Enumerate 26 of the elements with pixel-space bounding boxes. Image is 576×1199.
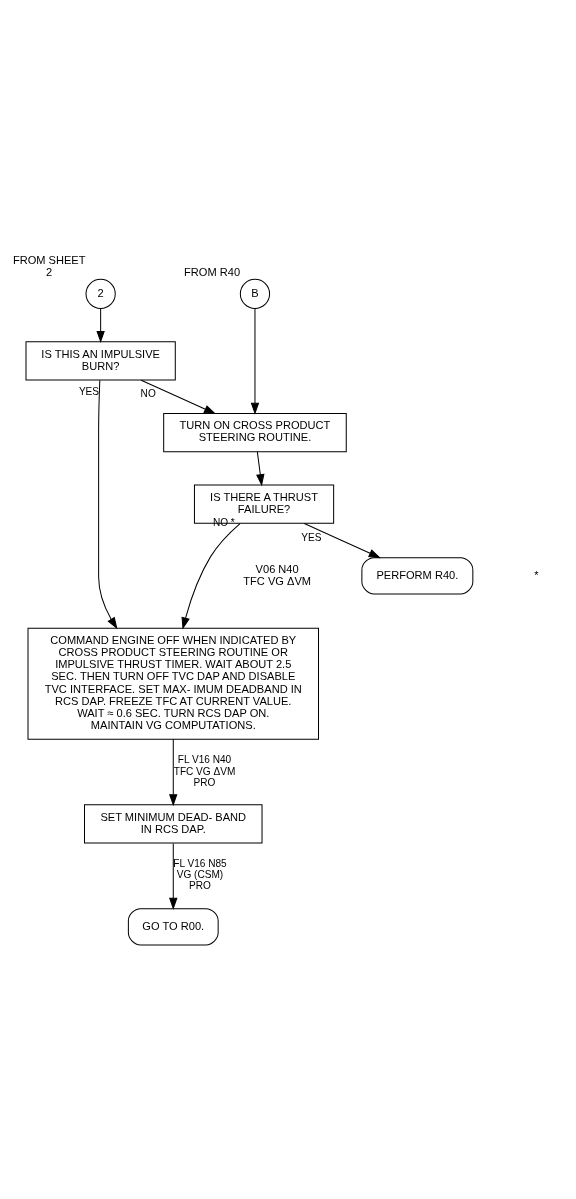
edge-label: YES: [78, 385, 100, 397]
arrow: [181, 522, 241, 629]
label: *: [534, 568, 539, 581]
edge-label: FL V16 N85 VG (CSM) PRO: [173, 857, 227, 891]
node-box: GO TO R00.: [127, 907, 219, 945]
edge-label: NO: [140, 387, 156, 399]
node-box: COMMAND ENGINE OFF WHEN INDICATED BY CROSS PRODUCT STEERING ROUTINE OR IMPULSIVE THRUST TIMER. WAIT ABOUT 2.5 SEC. THEN TURN OFF TVC DAP AND DISABLE TVC INTERFACE. SET MAX- IMUM DEADBAND IN RCS DAP. FREEZE TFC AT CURRENT VALUE. WAIT ≈ 0.6 SEC. TURN RCS DAP ON. MAINTAIN VG COMPUTATIONS.: [27, 627, 319, 740]
arrow: [250, 307, 260, 415]
arrow: [140, 379, 217, 414]
arrow: [169, 738, 178, 806]
label: V06 N40 TFC VG ΔVM: [243, 562, 312, 587]
edge-label: YES: [301, 531, 322, 543]
arrow: [98, 379, 118, 629]
node-label: FROM R40: [184, 265, 241, 278]
node-box: IS THIS AN IMPULSIVE BURN?: [25, 340, 176, 381]
arrow: [256, 450, 265, 486]
node-box: PERFORM R40.: [361, 556, 474, 594]
node-circle: 2: [85, 278, 116, 309]
arrow: [169, 842, 178, 910]
arrow: [96, 307, 105, 343]
node-circle: B: [239, 278, 271, 309]
node-box: TURN ON CROSS PRODUCT STEERING ROUTINE.: [163, 412, 347, 452]
node-box: SET MINIMUM DEAD- BAND IN RCS DAP.: [84, 803, 263, 844]
edge-label: FL V16 N40 TFC VG ΔVM PRO: [173, 753, 236, 788]
node-label: FROM SHEET 2: [12, 253, 86, 278]
arrow: [303, 522, 381, 558]
